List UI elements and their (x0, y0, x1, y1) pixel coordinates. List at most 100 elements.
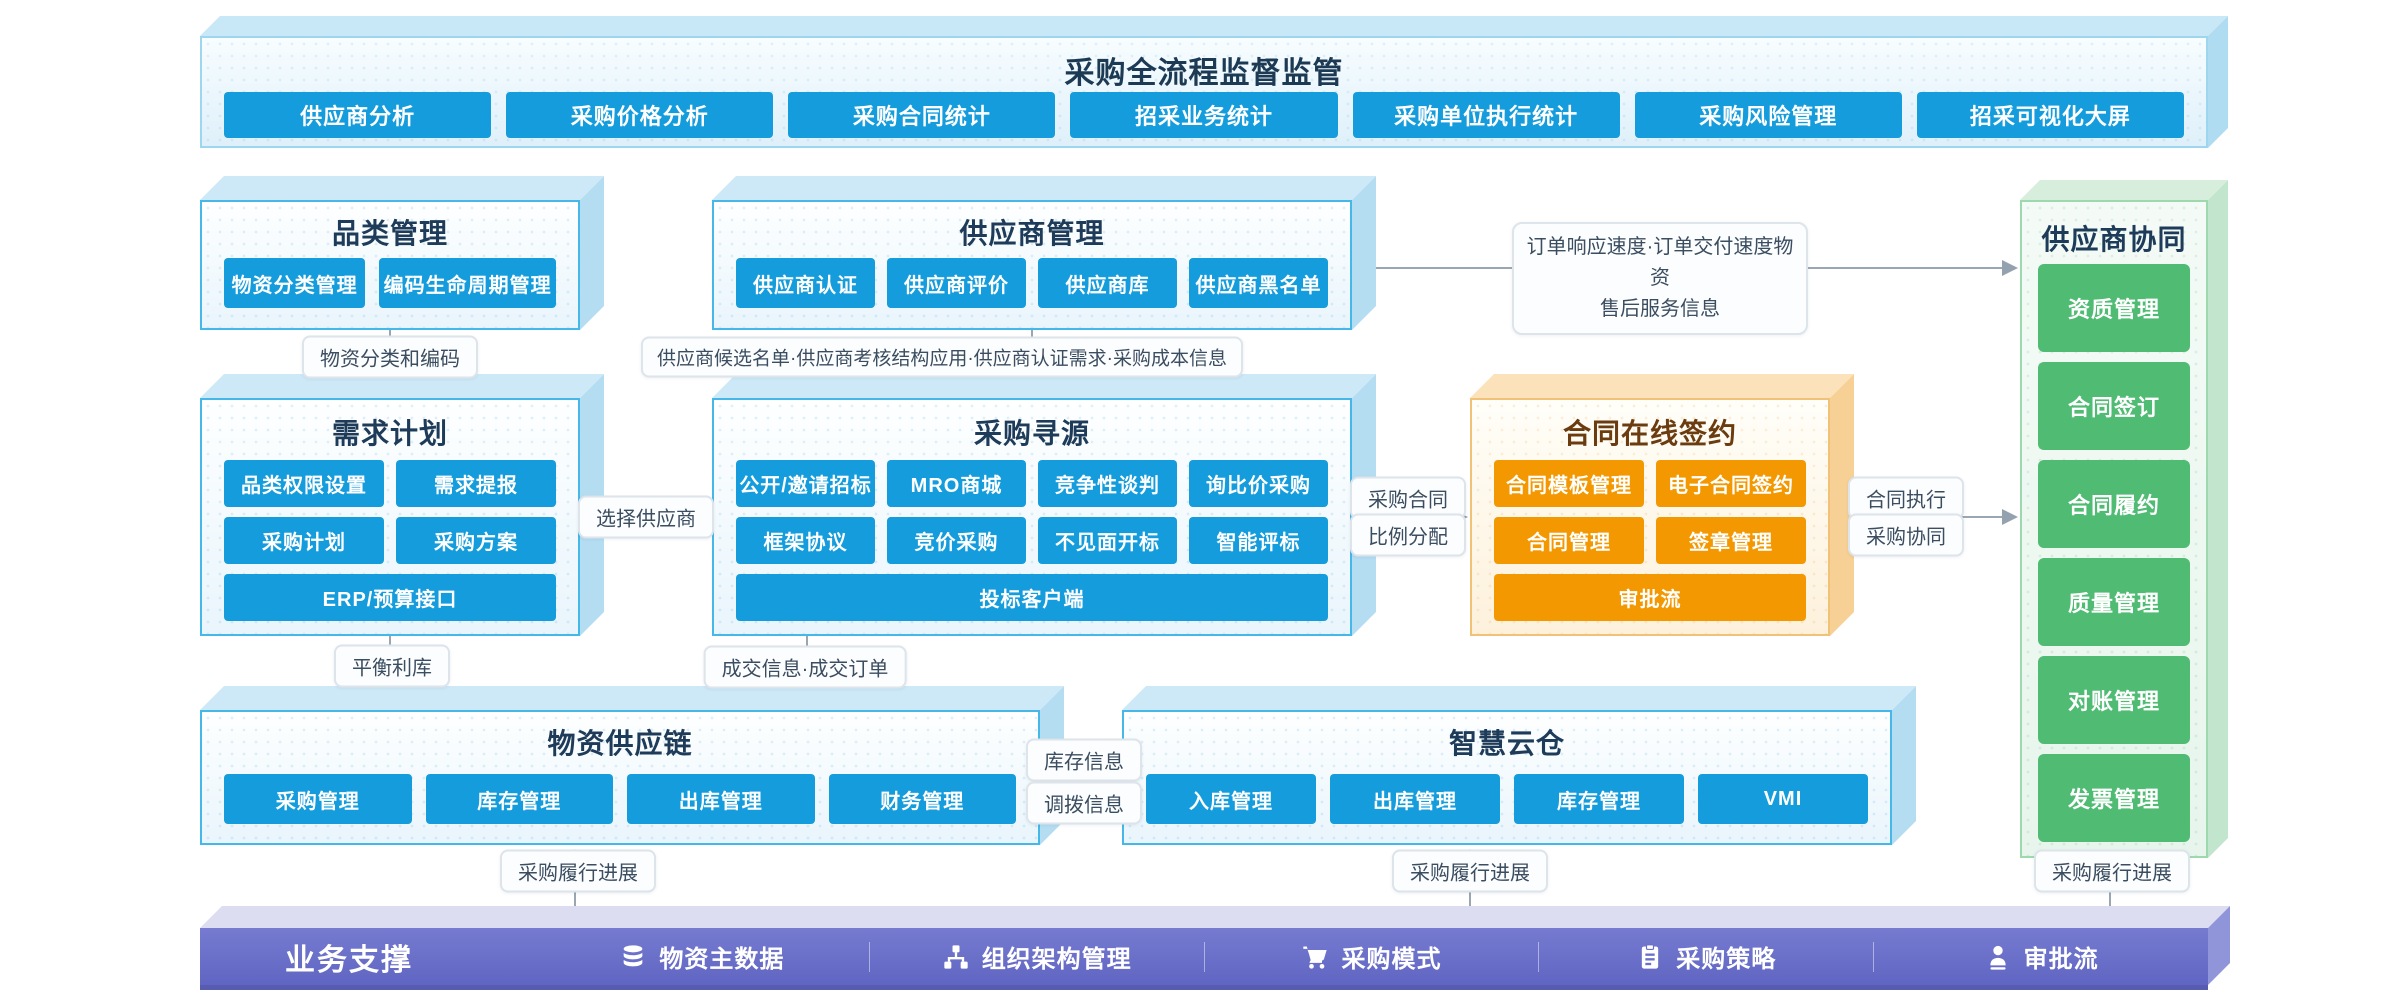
footer-label: 物资主数据 (659, 946, 785, 973)
flow-label-deal-info-orders: 成交信息·成交订单 (703, 645, 907, 689)
flow-label-supplier-shortlist-info: 供应商候选名单·供应商考核结构应用·供应商认证需求·采购成本信息 (641, 336, 1243, 378)
price-analysis-btn[interactable]: 采购价格分析 (506, 92, 774, 138)
supplier-blacklist-btn[interactable]: 供应商黑名单 (1189, 258, 1328, 308)
flow-note-line2: 售后服务信息 (1600, 298, 1720, 320)
inquiry-comparison-btn[interactable]: 询比价采购 (1189, 460, 1328, 507)
supplier-certification-btn[interactable]: 供应商认证 (736, 258, 875, 308)
vmi-btn[interactable]: VMI (1698, 774, 1868, 824)
contract-title: 合同在线签约 (1562, 418, 1737, 449)
business-support-bar: 业务支撑 物资主数据 组织架构管理 采购模 (200, 928, 2208, 990)
framework-agreement-btn[interactable]: 框架协议 (736, 517, 875, 564)
module-contract-signing: 合同在线签约 合同模板管理 电子合同签约 合同管理 签章管理 审批流 (1470, 398, 1830, 636)
purchase-plan-btn[interactable]: 采购计划 (224, 517, 384, 564)
footer-item-procurement-strategy[interactable]: 采购策略 (1539, 939, 1873, 974)
category-permission-btn[interactable]: 品类权限设置 (224, 460, 384, 507)
module-supplier-collaboration: 供应商协同 资质管理 合同签订 合同履约 质量管理 对账管理 发票管理 (2020, 200, 2208, 858)
business-support-title: 业务支撑 (285, 943, 413, 977)
mro-mall-btn[interactable]: MRO商城 (887, 460, 1026, 507)
flow-note-line1: 订单响应速度·订单交付速度物资 (1526, 236, 1794, 289)
contract-mgmt-btn[interactable]: 合同管理 (1494, 517, 1644, 564)
supervision-panel: 采购全流程监督监管 供应商分析 采购价格分析 采购合同统计 招采业务统计 采购单… (200, 36, 2208, 148)
quality-mgmt-btn[interactable]: 质量管理 (2038, 558, 2190, 646)
bidding-business-stats-btn[interactable]: 招采业务统计 (1070, 92, 1338, 138)
clipboard-icon (1642, 943, 1659, 969)
inventory-mgmt-btn[interactable]: 库存管理 (425, 774, 613, 824)
module-supplier-management: 供应商管理 供应商认证 供应商评价 供应商库 供应商黑名单 (712, 200, 1352, 330)
supplier-evaluation-btn[interactable]: 供应商评价 (887, 258, 1026, 308)
collab-title: 供应商协同 (2041, 224, 2187, 255)
footer-item-procurement-mode[interactable]: 采购模式 (1205, 939, 1539, 974)
inbound-mgmt-btn[interactable]: 入库管理 (1146, 774, 1316, 824)
smart-evaluation-btn[interactable]: 智能评标 (1189, 517, 1328, 564)
flow-label-select-supplier: 选择供应商 (578, 495, 714, 539)
bidding-purchase-btn[interactable]: 竞价采购 (887, 517, 1026, 564)
footer-divider (1873, 941, 1875, 972)
flow-label-material-classification-coding: 物资分类和编码 (302, 335, 478, 379)
footer-label: 组织架构管理 (981, 946, 1132, 973)
flow-label-procurement-collaboration: 采购协同 (1848, 513, 1964, 557)
contract-signing-btn[interactable]: 合同签订 (2038, 362, 2190, 450)
sourcing-title: 采购寻源 (973, 418, 1090, 449)
supplier-analysis-btn[interactable]: 供应商分析 (224, 92, 492, 138)
footer-divider (868, 941, 870, 972)
module-demand-planning: 需求计划 品类权限设置 需求提报 采购计划 采购方案 ERP/预算接口 (200, 398, 580, 636)
footer-label: 采购模式 (1341, 946, 1442, 973)
finance-mgmt-btn[interactable]: 财务管理 (828, 774, 1016, 824)
footer-item-org-structure[interactable]: 组织架构管理 (870, 939, 1204, 974)
flow-label-inventory-info: 库存信息 (1026, 738, 1142, 782)
purchase-scheme-btn[interactable]: 采购方案 (396, 517, 556, 564)
seal-mgmt-btn[interactable]: 签章管理 (1656, 517, 1806, 564)
wh-inventory-mgmt-btn[interactable]: 库存管理 (1514, 774, 1684, 824)
footer-item-material-master-data[interactable]: 物资主数据 (535, 939, 869, 974)
footer-divider (1538, 941, 1540, 972)
remote-bid-opening-btn[interactable]: 不见面开标 (1038, 517, 1177, 564)
cart-icon (1303, 946, 1328, 969)
erp-budget-interface-btn[interactable]: ERP/预算接口 (224, 574, 556, 621)
supervision-buttons: 供应商分析 采购价格分析 采购合同统计 招采业务统计 采购单位执行统计 采购风险… (224, 92, 2184, 138)
visualization-screen-btn[interactable]: 招采可视化大屏 (1916, 92, 2184, 138)
supply-chain-title: 物资供应链 (547, 728, 693, 759)
footer-label: 审批流 (2023, 946, 2099, 973)
org-chart-icon (944, 944, 968, 969)
category-title: 品类管理 (331, 218, 448, 249)
open-invite-bidding-btn[interactable]: 公开/邀请招标 (736, 460, 875, 507)
module-sourcing: 采购寻源 公开/邀请招标 MRO商城 竞争性谈判 询比价采购 框架协议 竞价采购… (712, 398, 1352, 636)
code-lifecycle-mgmt-btn[interactable]: 编码生命周期管理 (379, 258, 556, 308)
supplier-title: 供应商管理 (959, 218, 1105, 249)
flow-label-fulfillment-progress-3: 采购履行进展 (2034, 849, 2190, 893)
flow-label-balance-inventory: 平衡利库 (334, 644, 450, 688)
wh-outbound-mgmt-btn[interactable]: 出库管理 (1330, 774, 1500, 824)
flow-note-order-response: 订单响应速度·订单交付速度物资 售后服务信息 (1512, 222, 1808, 335)
purchase-mgmt-btn[interactable]: 采购管理 (224, 774, 412, 824)
flow-label-fulfillment-progress-2: 采购履行进展 (1392, 849, 1548, 893)
contract-performance-btn[interactable]: 合同履约 (2038, 460, 2190, 548)
footer-divider (1203, 941, 1205, 972)
contract-template-mgmt-btn[interactable]: 合同模板管理 (1494, 460, 1644, 507)
flow-label-transfer-info: 调拨信息 (1026, 781, 1142, 825)
approval-flow-btn[interactable]: 审批流 (1494, 574, 1806, 621)
warehouse-title: 智慧云仓 (1448, 728, 1565, 759)
supplier-library-btn[interactable]: 供应商库 (1038, 258, 1177, 308)
flow-label-purchase-contract: 采购合同 (1350, 476, 1466, 520)
demand-title: 需求计划 (331, 418, 448, 449)
material-classification-mgmt-btn[interactable]: 物资分类管理 (224, 258, 366, 308)
module-supply-chain: 物资供应链 采购管理 库存管理 出库管理 财务管理 (200, 710, 1040, 845)
database-icon (624, 944, 643, 966)
user-icon (1989, 945, 2006, 970)
e-contract-signing-btn[interactable]: 电子合同签约 (1656, 460, 1806, 507)
demand-submission-btn[interactable]: 需求提报 (396, 460, 556, 507)
unit-execution-stats-btn[interactable]: 采购单位执行统计 (1352, 92, 1620, 138)
reconciliation-mgmt-btn[interactable]: 对账管理 (2038, 656, 2190, 744)
outbound-mgmt-btn[interactable]: 出库管理 (627, 774, 815, 824)
competitive-negotiation-btn[interactable]: 竞争性谈判 (1038, 460, 1177, 507)
footer-item-approval-flow[interactable]: 审批流 (1874, 939, 2208, 974)
supervision-panel-title: 采购全流程监督监管 (1064, 57, 1344, 90)
flow-label-fulfillment-progress-1: 采购履行进展 (500, 849, 656, 893)
module-category-management: 品类管理 物资分类管理 编码生命周期管理 (200, 200, 580, 330)
risk-management-btn[interactable]: 采购风险管理 (1634, 92, 1902, 138)
bidding-client-btn[interactable]: 投标客户端 (736, 574, 1328, 621)
invoice-mgmt-btn[interactable]: 发票管理 (2038, 754, 2190, 842)
qualification-mgmt-btn[interactable]: 资质管理 (2038, 264, 2190, 352)
contract-statistics-btn[interactable]: 采购合同统计 (788, 92, 1056, 138)
